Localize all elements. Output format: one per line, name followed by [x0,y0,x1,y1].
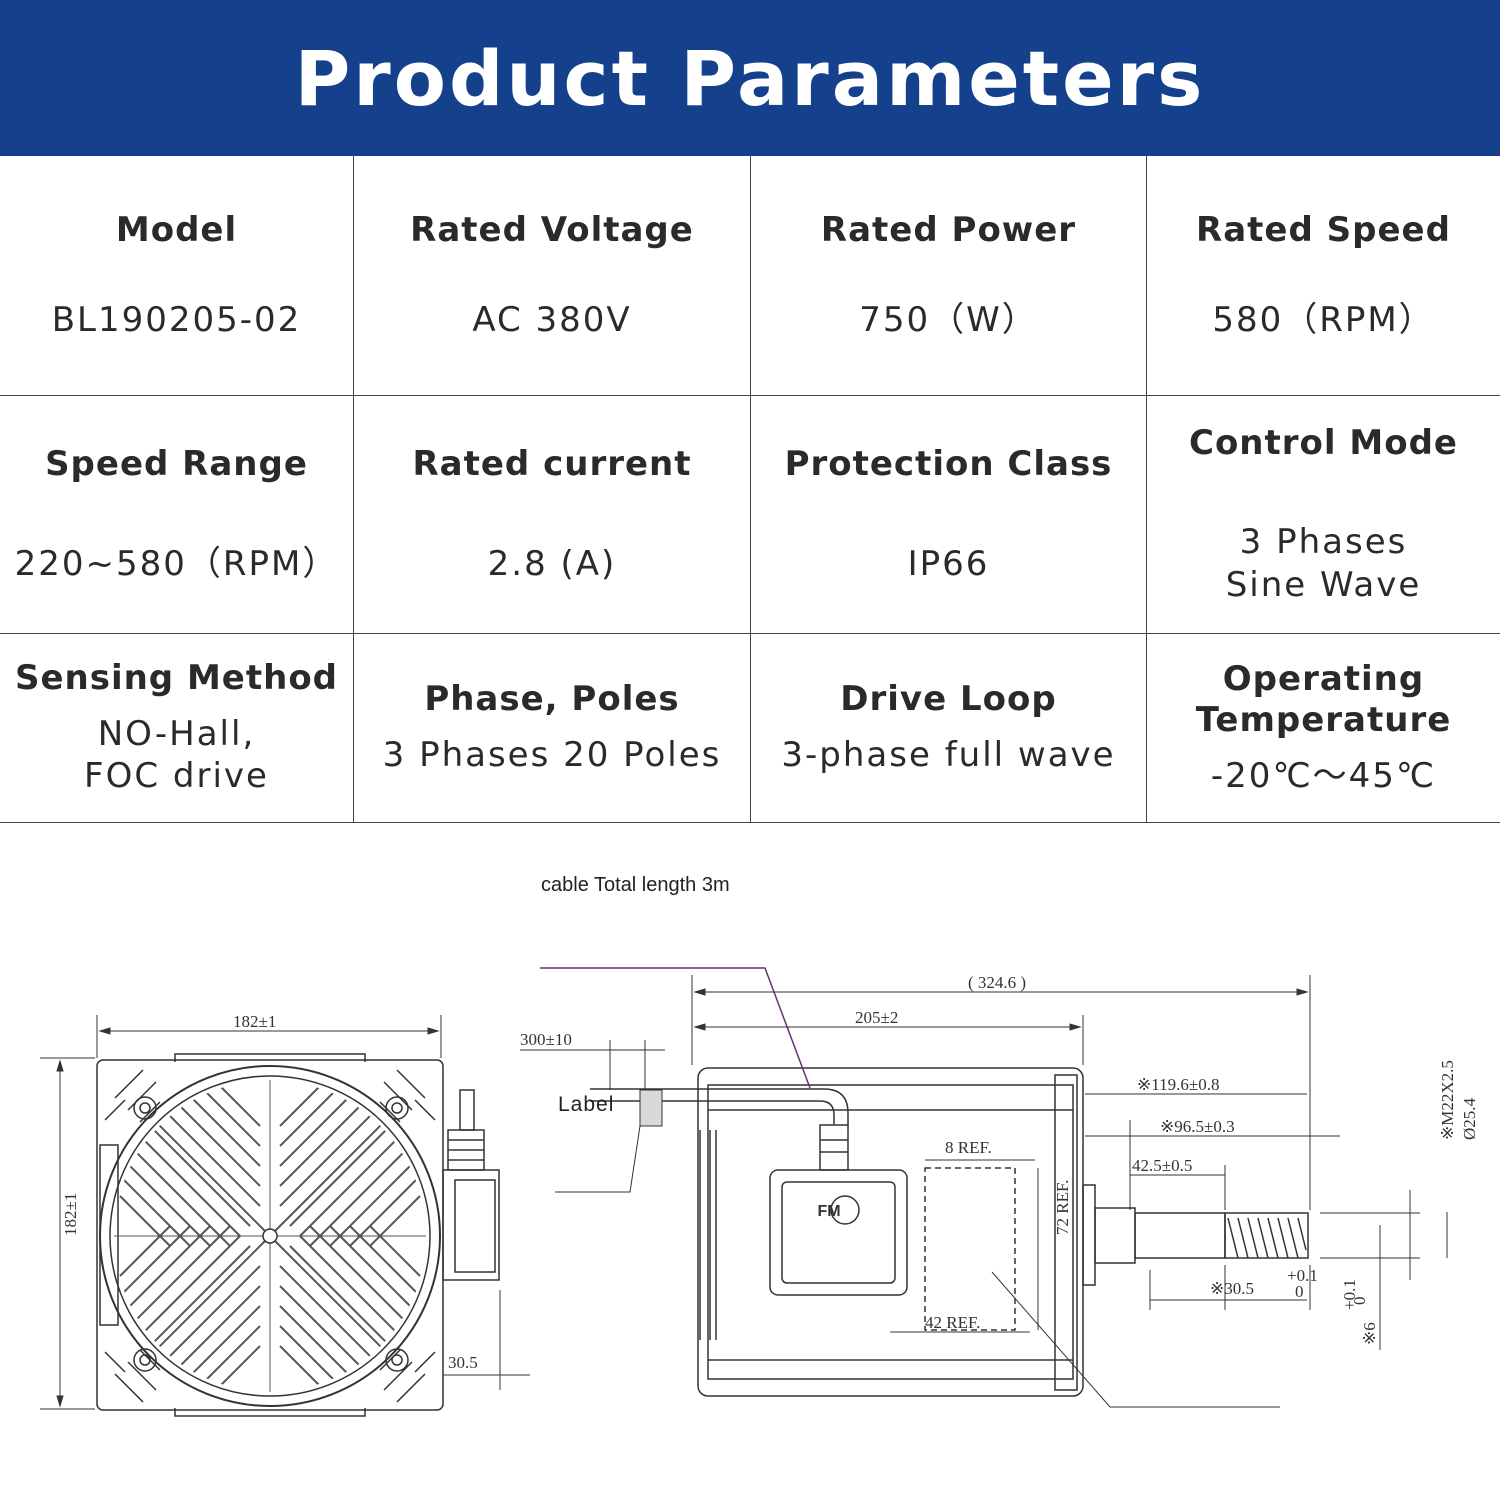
dim-cable-length: 300±10 [520,1030,572,1049]
param-cell-model: Model BL190205-02 [0,156,354,395]
param-cell-rated-power: Rated Power 750（W） [751,156,1147,395]
param-label: Control Mode [1189,422,1458,463]
page-title: Product Parameters [294,33,1206,123]
param-cell-drive-loop: Drive Loop 3-phase full wave [751,634,1147,822]
parameter-table: Model BL190205-02 Rated Voltage AC 380V … [0,156,1500,823]
motor-technical-drawing: 182±1 182±1 30.5 FM Label [40,967,1479,1417]
param-cell-rated-voltage: Rated Voltage AC 380V [354,156,751,395]
dim-thread-tol-lower: 0 [1295,1282,1304,1301]
dim-thread-length: ※30.5 [1210,1279,1254,1298]
param-cell-phase-poles: Phase, Poles 3 Phases 20 Poles [354,634,751,822]
param-value: 750（W） [859,299,1038,340]
param-label: Rated Voltage [410,209,694,250]
dim-thread-spec: ※M22X2.5 [1438,1060,1457,1140]
dim-front-width: 182±1 [233,1012,276,1031]
label-callout [540,967,1280,1408]
side-dimensions [520,975,1448,1350]
dim-overall-length: ( 324.6 ) [968,973,1026,992]
dim-box-offset: 8 REF. [945,1138,992,1157]
param-label: Phase, Poles [424,679,680,720]
front-dimensions [40,1015,530,1410]
dim-shaft-diameter: Ø25.4 [1460,1097,1479,1140]
param-value: BL190205-02 [51,299,302,340]
param-value: NO-Hall, FOC drive [84,713,269,797]
param-value: AC 380V [472,299,632,340]
cable-length-caption: cable Total length 3m [541,874,730,896]
param-label: Drive Loop [840,679,1057,720]
dim-front-height: 182±1 [61,1193,80,1236]
fan-grille [114,1080,426,1392]
param-value: -20℃～45℃ [1210,755,1437,796]
table-row: Model BL190205-02 Rated Voltage AC 380V … [0,156,1500,396]
param-value: IP66 [907,543,990,584]
dim-box-height: 72 REF. [1053,1180,1072,1235]
title-banner: Product Parameters [0,0,1500,156]
param-label: Protection Class [784,443,1113,484]
dim-key-tol-lower: 0 [1350,1297,1369,1306]
dim-shaft-step: 42.5±0.5 [1132,1156,1192,1175]
motor-logo: FM [817,1203,840,1220]
dim-box-width: 42 REF. [925,1313,980,1332]
param-value: 580（RPM） [1212,299,1435,340]
dim-thread-tol-upper: +0.1 [1287,1266,1318,1285]
dim-body-length: 205±2 [855,1008,898,1027]
dim-connector-offset: 30.5 [448,1353,478,1372]
param-cell-control-mode: Control Mode 3 Phases Sine Wave [1147,396,1500,633]
table-row: Sensing Method NO-Hall, FOC drive Phase,… [0,634,1500,823]
param-label: Model [115,209,238,250]
dim-key-width: ※6 [1360,1322,1379,1345]
table-row: Speed Range 220~580（RPM） Rated current 2… [0,396,1500,634]
dim-shaft-total: ※119.6±0.8 [1137,1075,1219,1094]
param-label: Speed Range [45,443,308,484]
param-label: Rated Speed [1196,209,1451,250]
param-label: Operating Temperature [1195,658,1452,740]
dim-shaft-mid: ※96.5±0.3 [1160,1117,1235,1136]
param-label: Rated current [412,443,692,484]
param-value: 3-phase full wave [781,735,1116,776]
param-cell-protection-class: Protection Class IP66 [751,396,1147,633]
param-cell-rated-current: Rated current 2.8 (A) [354,396,751,633]
param-value: 3 Phases 20 Poles [382,735,722,776]
side-view [590,1067,1309,1397]
param-value: 220~580（RPM） [14,543,339,584]
param-cell-operating-temperature: Operating Temperature -20℃～45℃ [1147,634,1500,822]
param-value: 3 Phases Sine Wave [1225,522,1422,605]
dim-key-tol-upper: +0.1 [1340,1279,1359,1310]
front-connector [442,1089,500,1281]
param-value: 2.8 (A) [487,543,617,584]
front-hub [262,1228,278,1244]
param-cell-speed-range: Speed Range 220~580（RPM） [0,396,354,633]
param-cell-rated-speed: Rated Speed 580（RPM） [1147,156,1500,395]
param-label: Sensing Method [14,658,339,699]
param-label: Rated Power [820,209,1077,250]
param-cell-sensing-method: Sensing Method NO-Hall, FOC drive [0,634,354,822]
front-view [96,1053,444,1417]
label-callout-text: Label [558,1093,614,1116]
